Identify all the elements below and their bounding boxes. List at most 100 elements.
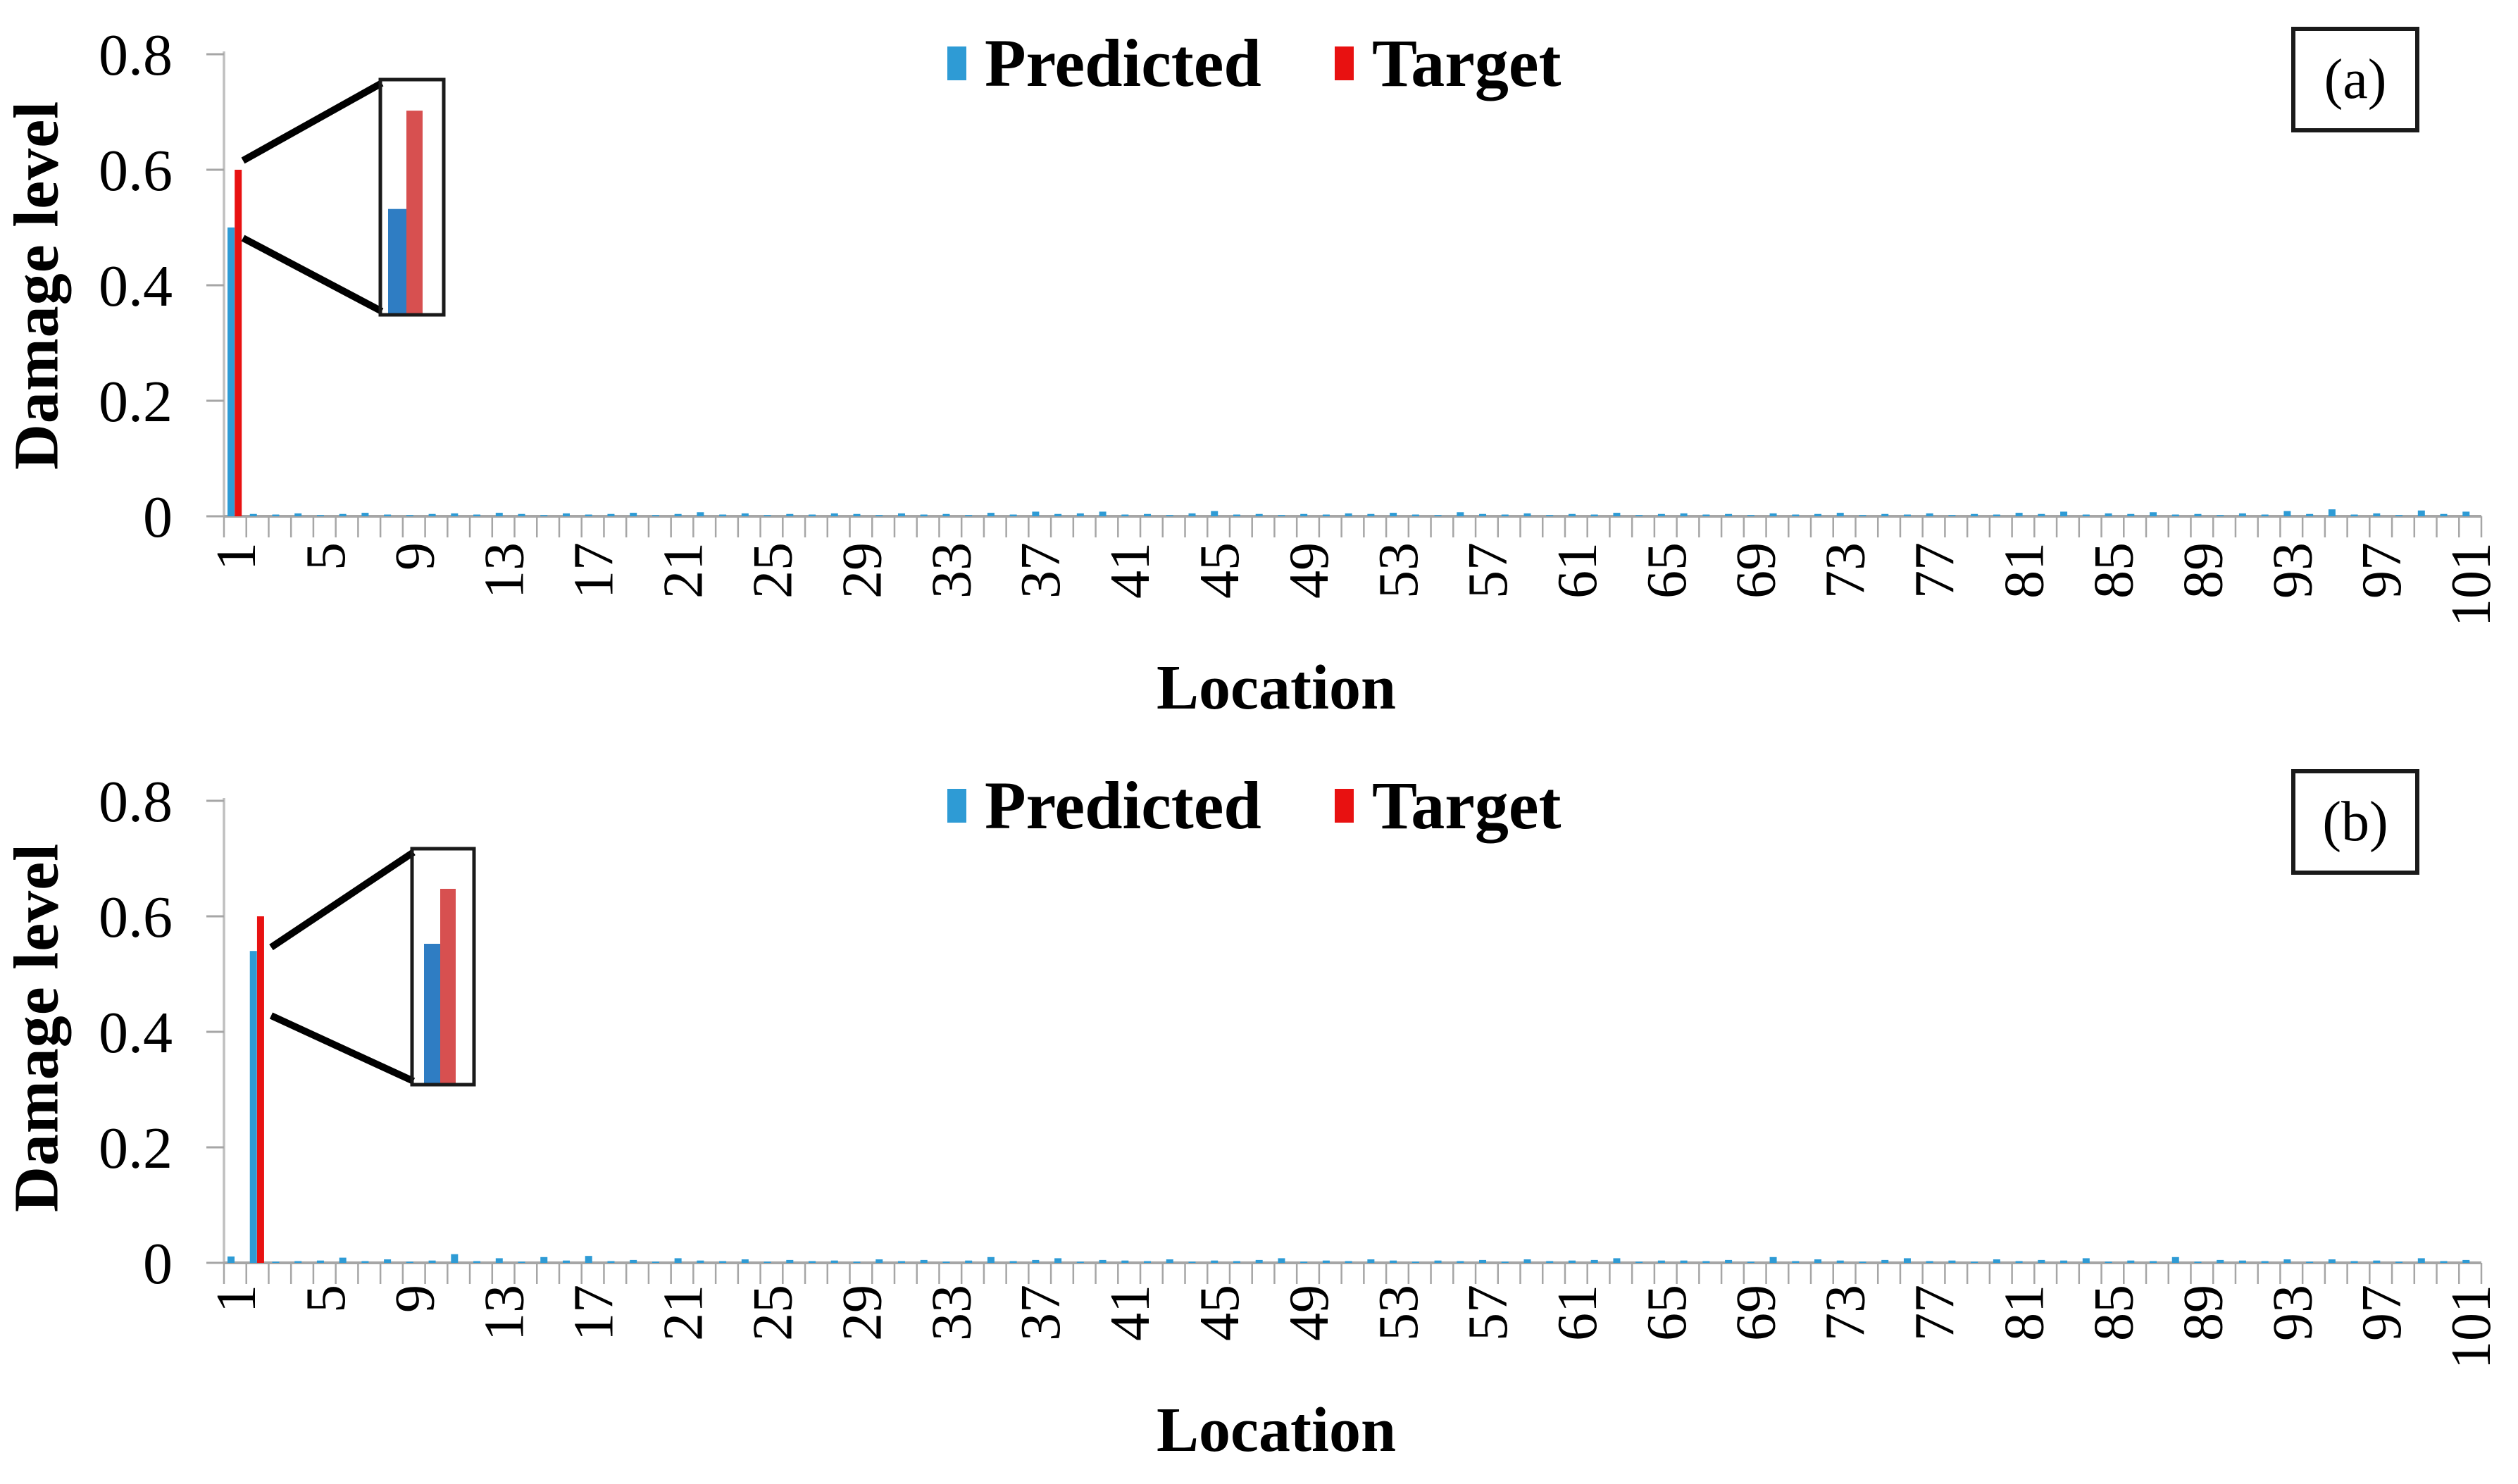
x-tick-label: 53	[1368, 542, 1430, 599]
predicted-bar	[1792, 1261, 1800, 1263]
x-tick-label: 77	[1905, 542, 1967, 599]
x-tick-label: 61	[1547, 1285, 1609, 1341]
x-tick-label: 57	[1457, 1285, 1519, 1341]
predicted-bar	[719, 514, 727, 516]
predicted-bar	[2105, 513, 2112, 516]
predicted-bar	[1725, 513, 1733, 516]
predicted-bar	[1769, 1257, 1777, 1263]
x-tick-label: 49	[1278, 542, 1340, 599]
predicted-bar	[875, 515, 883, 516]
x-tick-label: 93	[2262, 1285, 2324, 1341]
x-tick-label: 25	[742, 542, 804, 599]
x-tick-label: 41	[1099, 542, 1161, 599]
predicted-bar	[585, 1256, 592, 1263]
predicted-bar	[1076, 513, 1084, 516]
predicted-bar	[1411, 1261, 1419, 1263]
predicted-bar	[1300, 1261, 1308, 1263]
x-tick-label: 45	[1189, 1285, 1251, 1341]
target-bar	[235, 170, 242, 516]
x-tick-label: 17	[563, 542, 625, 599]
predicted-bar	[697, 512, 704, 516]
predicted-bar	[1635, 1261, 1643, 1263]
y-tick-label: 0.8	[99, 23, 173, 88]
inset-zoom-box	[410, 847, 476, 1087]
predicted-bar	[630, 513, 637, 516]
predicted-bar	[428, 1260, 436, 1263]
predicted-bar	[1836, 1260, 1844, 1263]
predicted-bar	[2038, 1259, 2045, 1263]
y-tick-label: 0.6	[99, 138, 173, 204]
x-tick-label: 73	[1815, 1285, 1877, 1341]
predicted-bar	[518, 1261, 525, 1263]
predicted-bar	[384, 514, 392, 516]
predicted-bar	[1657, 513, 1665, 516]
x-tick-label: 5	[295, 1285, 357, 1313]
x-tick-label: 21	[653, 542, 715, 599]
predicted-bar	[1903, 514, 1911, 516]
x-tick-label: 1	[206, 1285, 268, 1313]
predicted-bar	[1054, 513, 1062, 516]
predicted-bar	[2060, 1260, 2068, 1263]
predicted-bar	[2105, 1261, 2112, 1263]
predicted-bar	[272, 1261, 280, 1263]
x-tick-label: 9	[385, 542, 447, 570]
predicted-bar	[1680, 1260, 1688, 1263]
predicted-bar	[1501, 514, 1509, 516]
y-axis-title: Damage level	[1, 100, 72, 470]
predicted-bar	[1903, 1258, 1911, 1263]
predicted-bar	[562, 513, 570, 516]
x-axis-title: Location	[1156, 1395, 1397, 1465]
predicted-bar	[1032, 1259, 1040, 1263]
predicted-bar	[2171, 1257, 2179, 1263]
predicted-bar	[1926, 513, 1933, 516]
x-tick-label: 29	[831, 1285, 893, 1341]
predicted-bar	[294, 1261, 302, 1263]
predicted-bar	[2015, 513, 2023, 516]
predicted-bar	[763, 1261, 771, 1263]
predicted-bar	[942, 513, 950, 516]
predicted-bar	[361, 513, 369, 516]
predicted-bar	[1009, 514, 1017, 516]
predicted-bar	[294, 513, 302, 516]
predicted-bar	[1099, 1259, 1107, 1263]
predicted-bar	[2261, 1261, 2269, 1263]
inset-target-bar	[406, 111, 423, 315]
x-tick-label: 89	[2172, 1285, 2234, 1341]
predicted-bar	[1099, 511, 1107, 516]
predicted-bar	[942, 1261, 950, 1263]
predicted-bar	[1747, 515, 1755, 516]
predicted-bar	[428, 513, 436, 516]
predicted-bar	[1926, 1261, 1933, 1263]
predicted-bar	[1211, 1260, 1219, 1263]
x-tick-label: 93	[2262, 542, 2324, 599]
predicted-bar	[652, 1261, 659, 1263]
predicted-bar	[2350, 1261, 2358, 1263]
predicted-bar	[1390, 1260, 1397, 1263]
x-tick-label: 81	[1993, 542, 2055, 599]
x-tick-label: 17	[563, 1285, 625, 1341]
predicted-bar	[339, 1257, 347, 1263]
x-tick-label: 13	[474, 542, 536, 599]
predicted-bar	[585, 514, 592, 516]
subfigure-label-box-a: (a)	[2291, 27, 2419, 132]
inset-target-bar	[440, 888, 456, 1085]
predicted-bar	[1546, 1261, 1554, 1263]
predicted-bar	[2417, 1258, 2425, 1263]
predicted-bar	[786, 513, 794, 516]
predicted-bar	[1367, 513, 1375, 516]
predicted-bar	[1993, 1259, 2000, 1263]
predicted-bar	[518, 513, 525, 516]
predicted-bar	[2150, 512, 2157, 516]
predicted-bar	[1345, 1261, 1352, 1263]
y-tick-label: 0.4	[99, 1000, 173, 1066]
predicted-bar	[1546, 515, 1554, 516]
predicted-bar	[853, 1261, 861, 1263]
magnifier-callout-line	[241, 235, 384, 315]
predicted-bar	[1166, 515, 1173, 516]
predicted-bar	[2417, 510, 2425, 516]
predicted-bar	[1635, 515, 1643, 516]
predicted-bar	[987, 1257, 995, 1263]
predicted-bar	[2150, 1261, 2157, 1263]
